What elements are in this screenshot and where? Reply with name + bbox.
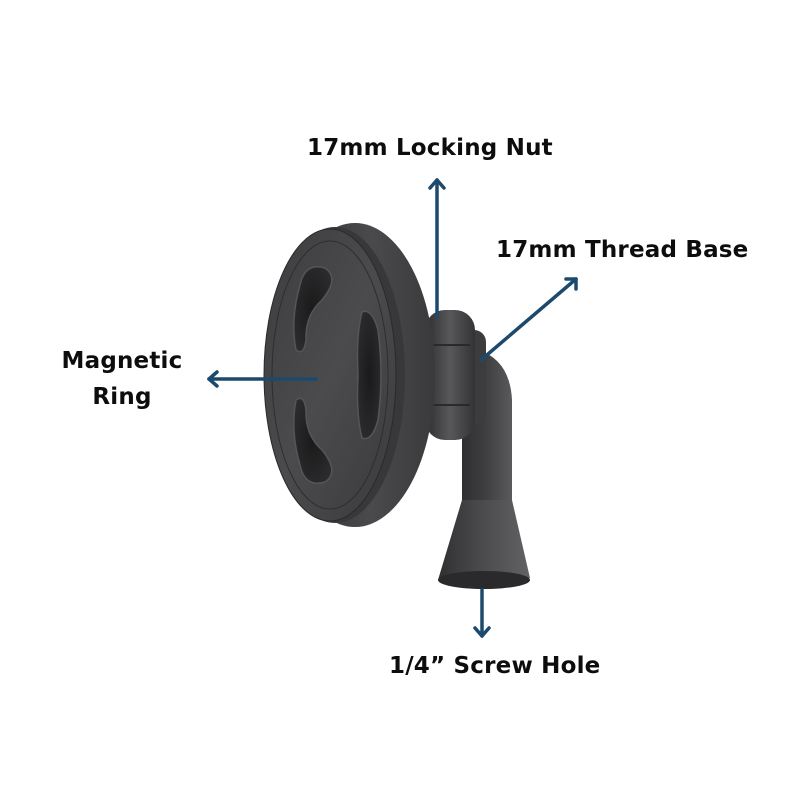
locking-nut [425,310,475,440]
callout-label-locking-nut: 17mm Locking Nut [307,135,553,161]
slot-top [293,266,333,353]
magnetic-ring-line-1: Magnetic [61,348,183,374]
arrow-left-icon [207,370,318,388]
callout-label-thread-base: 17mm Thread Base [496,237,749,263]
magnetic-disc [263,223,435,527]
callout-label-magnetic-ring: Magnetic Ring [52,344,192,415]
arrow-down-icon [473,588,491,638]
callout-label-screw-hole: 1/4” Screw Hole [389,653,601,679]
callout-arrows [207,178,578,638]
slot-bottom [293,397,333,484]
screw-base-cone [438,500,530,589]
arrow-up-icon [428,178,446,318]
magnetic-ring-line-2: Ring [92,383,152,410]
slot-right [356,310,382,440]
arrow-up-right-icon [479,277,578,362]
